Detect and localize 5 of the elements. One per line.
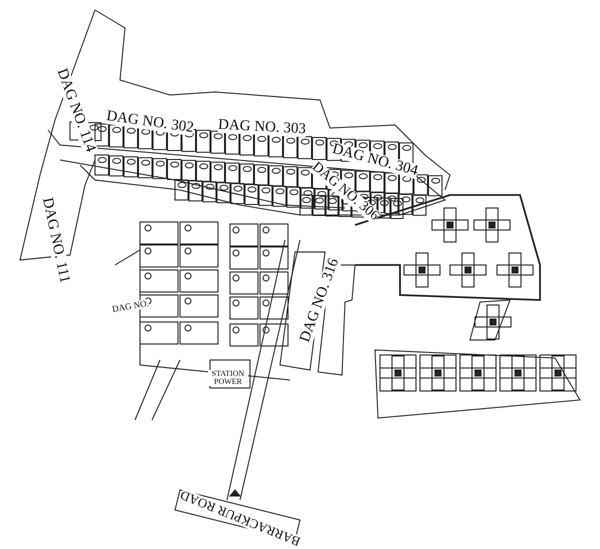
plot-number-label: DAG NO. — [111, 298, 149, 314]
plot-number-label: DAG NO. 316 — [298, 256, 342, 344]
building-label: STATION POWER — [208, 370, 248, 386]
plot-number-label: DAG NO. 302 — [105, 108, 195, 136]
plot-number-label: DAG NO. 303 — [218, 117, 306, 137]
